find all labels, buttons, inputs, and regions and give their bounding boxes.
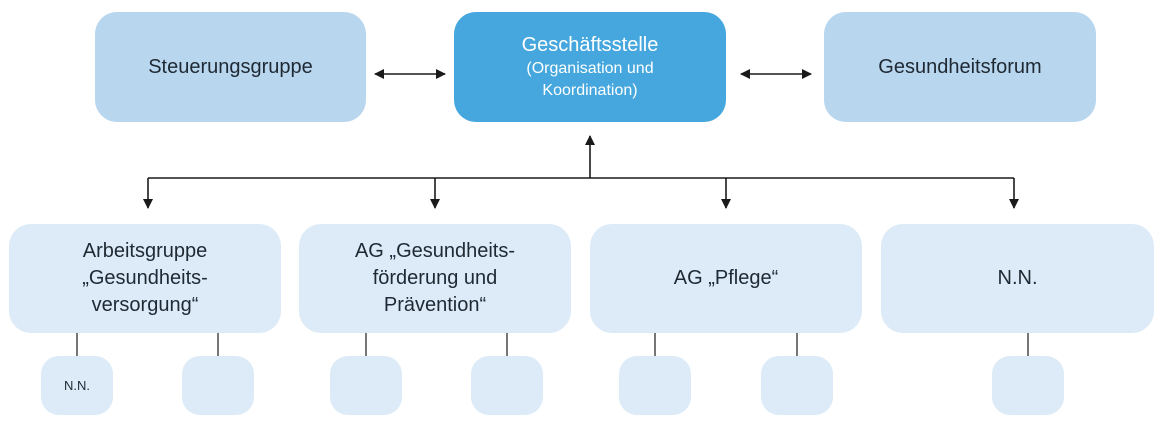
subgroup-1a: N.N.: [41, 356, 113, 415]
working-group-2: AG „Gesundheits- förderung und Präventio…: [299, 224, 571, 333]
subgroup-3b: [761, 356, 833, 415]
gesundheitsforum-box: Gesundheitsforum: [824, 12, 1096, 122]
subgroup-2b: [471, 356, 543, 415]
working-group-4: N.N.: [881, 224, 1154, 333]
working-group-1: Arbeitsgruppe „Gesundheits- versorgung“: [9, 224, 281, 333]
working-group-1-line-3: versorgung“: [91, 294, 199, 316]
geschaeftsstelle-box: Geschäftsstelle (Organisation und Koordi…: [454, 12, 726, 122]
working-group-1-line-2: „Gesundheits-: [82, 267, 208, 289]
subgroup-4a: [992, 356, 1064, 415]
subgroup-1b: [182, 356, 254, 415]
gesundheitsforum-label: Gesundheitsforum: [878, 55, 1042, 78]
working-group-2-line-3: Prävention“: [383, 294, 487, 316]
working-group-4-line-1: N.N.: [997, 267, 1038, 289]
geschaeftsstelle-title: Geschäftsstelle: [521, 34, 659, 56]
subgroup-3a: [619, 356, 691, 415]
working-group-3: AG „Pflege“: [590, 224, 862, 333]
working-group-2-line-2: förderung und: [372, 267, 498, 289]
geschaeftsstelle-subtitle-1: (Organisation und: [526, 60, 654, 77]
subgroup-2a: [330, 356, 402, 415]
subgroup-1a-label: N.N.: [64, 378, 90, 393]
steuerungsgruppe-label: Steuerungsgruppe: [148, 55, 313, 78]
geschaeftsstelle-subtitle-2: Koordination): [542, 82, 638, 99]
working-group-3-line-1: AG „Pflege“: [673, 267, 779, 289]
working-group-2-line-1: AG „Gesundheits-: [354, 240, 516, 262]
working-group-1-line-1: Arbeitsgruppe: [82, 240, 208, 262]
steuerungsgruppe-box: Steuerungsgruppe: [95, 12, 366, 122]
